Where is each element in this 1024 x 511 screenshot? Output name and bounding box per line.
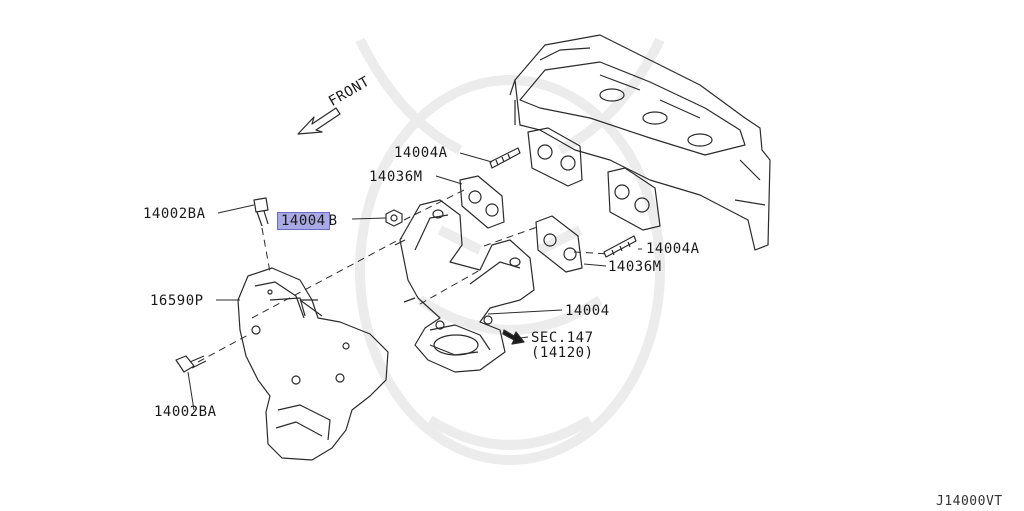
- label-nut-part-highlight[interactable]: 14004: [277, 212, 330, 230]
- gasket-right: [535, 215, 583, 273]
- label-bolt-lower[interactable]: 14002BA: [154, 404, 217, 420]
- label-nut-suffix: B: [328, 213, 338, 229]
- front-arrow-icon: [297, 107, 341, 135]
- gasket-on-head-1: [527, 127, 583, 187]
- gasket-upper: [459, 175, 505, 229]
- watermark-emblem: [355, 37, 665, 465]
- sec-arrow-icon: [502, 329, 525, 345]
- dashed-alignment-lines: [197, 189, 611, 363]
- label-stud-upper[interactable]: 14004A: [394, 145, 448, 161]
- stud-right: [603, 235, 637, 258]
- gasket-on-head-2: [607, 167, 661, 231]
- label-stud-right[interactable]: 14004A: [646, 241, 700, 257]
- heat-shield: [237, 267, 389, 461]
- nut: [385, 209, 403, 227]
- bolt-lower: [175, 355, 207, 373]
- label-heat-shield[interactable]: 16590P: [150, 293, 204, 309]
- label-gasket-upper[interactable]: 14036M: [369, 169, 423, 185]
- figure-code: J14000VT: [936, 494, 1003, 509]
- label-manifold[interactable]: 14004: [565, 303, 610, 319]
- exhaust-manifold: [394, 199, 535, 373]
- leader-lines: [187, 152, 642, 411]
- bolt-upper: [253, 197, 269, 227]
- label-gasket-right[interactable]: 14036M: [608, 259, 662, 275]
- label-sec-ref[interactable]: SEC.147: [531, 330, 594, 346]
- label-sec-ref-sub: (14120): [531, 345, 594, 361]
- label-bolt-upper[interactable]: 14002BA: [143, 206, 206, 222]
- cylinder-head: [509, 34, 771, 251]
- stud-upper: [489, 147, 521, 169]
